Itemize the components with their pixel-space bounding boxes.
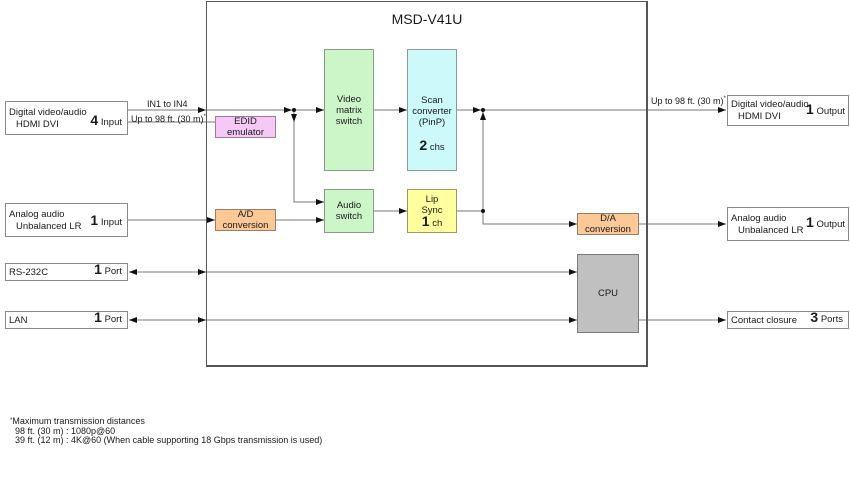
block-label: matrix bbox=[336, 104, 362, 116]
input-label-line1: LAN bbox=[9, 315, 28, 326]
block-label: conversion bbox=[222, 220, 269, 231]
output-count: 1 Output bbox=[806, 214, 845, 230]
output-count: 1 Output bbox=[806, 101, 845, 117]
channel-count: 1 ch bbox=[421, 212, 443, 229]
footnote: *Maximum transmission distances 98 ft. (… bbox=[10, 416, 323, 446]
count-unit: Input bbox=[100, 217, 122, 228]
output-contact-closure: Contact closure 3 Ports bbox=[727, 309, 849, 329]
count-unit: Output bbox=[816, 106, 845, 117]
output-analog-audio: Analog audio Unbalanced LR 1 Output bbox=[727, 207, 849, 241]
input-count: 1 Input bbox=[90, 212, 122, 228]
wire-to-da bbox=[482, 211, 577, 227]
scan-converter-block: Scan converter (PinP) 2 chs bbox=[407, 49, 457, 171]
input-count: 4 Input bbox=[90, 112, 122, 128]
channel-count: 2 chs bbox=[419, 137, 445, 153]
count-number: 4 bbox=[90, 112, 99, 128]
footnote-marker: * bbox=[10, 418, 13, 424]
input-analog-audio: Analog audio Unbalanced LR 1 Input bbox=[5, 203, 128, 237]
asterisk: * bbox=[723, 96, 726, 102]
count-unit: Output bbox=[816, 219, 845, 230]
block-label: (PinP) bbox=[418, 117, 446, 128]
device-title: MSD-V41U bbox=[391, 11, 463, 27]
input-distance-label: Up to 98 ft. (30 m)* bbox=[131, 114, 206, 124]
output-digital-video-audio: Digital video/audio HDMI DVI 1 Output bbox=[727, 95, 849, 126]
block-label: EDID bbox=[234, 116, 257, 127]
asterisk: * bbox=[203, 114, 206, 120]
junction-dot-in bbox=[292, 108, 296, 112]
count-unit: Port bbox=[104, 314, 122, 325]
count-number: 1 bbox=[90, 212, 99, 228]
junction-dot-out bbox=[481, 108, 485, 112]
output-label-line2: Unbalanced LR bbox=[738, 225, 804, 236]
video-matrix-switch-block: Video matrix switch bbox=[324, 49, 374, 171]
input-digital-video-audio: Digital video/audio HDMI DVI 4 Input bbox=[5, 101, 128, 135]
audio-switch-block: Audio switch bbox=[324, 189, 374, 233]
cpu-block: CPU bbox=[577, 254, 639, 333]
block-label: conversion bbox=[585, 224, 631, 235]
count-number: 1 bbox=[421, 212, 430, 229]
block-label: Audio bbox=[336, 200, 362, 211]
block-label: A/D bbox=[237, 209, 254, 220]
output-distance-text: Up to 98 ft. (30 m) bbox=[651, 96, 724, 106]
da-conversion-block: D/A conversion bbox=[577, 213, 639, 235]
wire-to-audio-switch-top bbox=[293, 122, 324, 205]
count-number: 1 bbox=[94, 261, 102, 277]
device-enclosure bbox=[206, 1, 648, 367]
input-label-line2: Unbalanced LR bbox=[16, 221, 82, 232]
block-label: Scan bbox=[421, 95, 443, 106]
input-distance-text: Up to 98 ft. (30 m) bbox=[131, 114, 204, 124]
count-unit: Ports bbox=[820, 314, 843, 325]
input-count: 1 Port bbox=[94, 261, 122, 277]
lip-sync-block: Lip Sync 1 ch bbox=[407, 189, 457, 233]
output-label-line1: Contact closure bbox=[731, 315, 798, 326]
ad-conversion-block: A/D conversion bbox=[215, 209, 276, 231]
count-number: 3 bbox=[810, 309, 819, 325]
output-distance-label: Up to 98 ft. (30 m)* bbox=[651, 96, 726, 106]
count-number: 1 bbox=[806, 214, 814, 230]
input-rs232c: RS-232C 1 Port bbox=[5, 261, 128, 281]
output-label-line1: Analog audio bbox=[731, 213, 787, 224]
output-count: 3 Ports bbox=[810, 309, 843, 325]
input-label-line1: RS-232C bbox=[9, 267, 49, 278]
block-label: D/A bbox=[600, 213, 616, 224]
footnote-line: 39 ft. (12 m) : 4K@60 (When cable suppor… bbox=[10, 435, 323, 445]
input-lan: LAN 1 Port bbox=[5, 309, 128, 329]
block-label: converter bbox=[412, 106, 452, 117]
block-label: Sync bbox=[421, 204, 443, 216]
junction-dot-lipsync bbox=[481, 209, 485, 213]
block-label: switch bbox=[335, 115, 363, 127]
input-count: 1 Port bbox=[94, 309, 122, 325]
footnote-title: Maximum transmission distances bbox=[12, 416, 145, 426]
input-label-line2: HDMI DVI bbox=[16, 119, 59, 130]
count-unit: Input bbox=[100, 117, 122, 128]
edid-emulator-block: EDID emulator bbox=[215, 116, 276, 138]
count-unit: ch bbox=[432, 217, 443, 229]
count-number: 1 bbox=[806, 101, 814, 117]
input-range-label: IN1 to IN4 bbox=[147, 99, 188, 109]
input-label-line1: Digital video/audio bbox=[9, 107, 87, 118]
count-unit: chs bbox=[429, 142, 445, 153]
block-label: switch bbox=[335, 211, 363, 222]
input-label-line1: Analog audio bbox=[9, 209, 65, 220]
footnote-line: 98 ft. (30 m) : 1080p@60 bbox=[10, 425, 116, 436]
count-unit: Port bbox=[104, 266, 122, 277]
block-label: Video bbox=[336, 93, 362, 105]
block-label: Lip bbox=[425, 193, 439, 205]
output-label-line2: HDMI DVI bbox=[738, 111, 781, 122]
block-label: emulator bbox=[227, 127, 264, 138]
count-number: 2 bbox=[419, 137, 428, 153]
output-label-line1: Digital video/audio bbox=[731, 99, 809, 110]
count-number: 1 bbox=[94, 309, 102, 325]
block-label: CPU bbox=[597, 288, 619, 299]
